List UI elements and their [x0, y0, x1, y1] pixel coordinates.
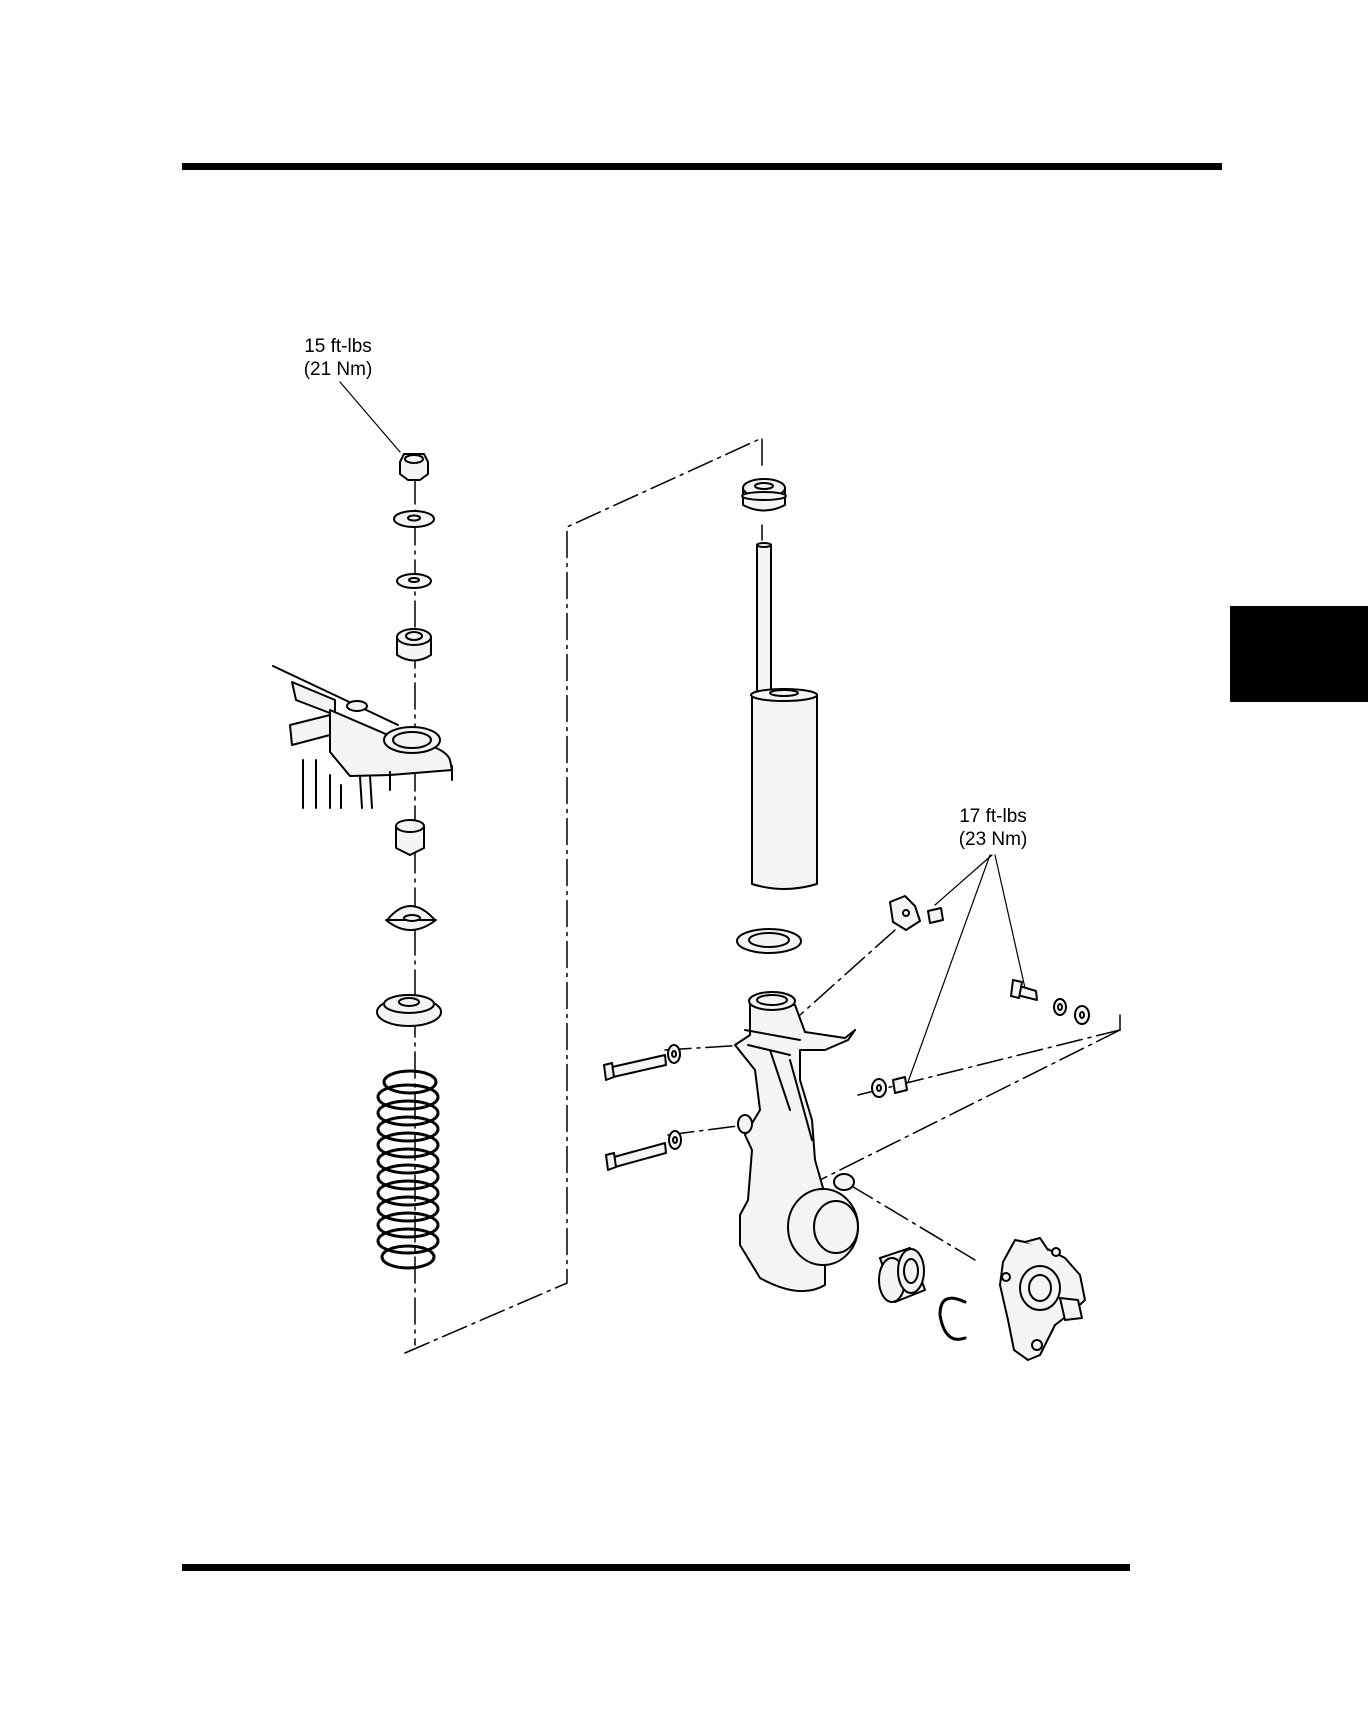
wheel-bearing — [879, 1248, 925, 1302]
spring-seat — [377, 995, 441, 1026]
clamp-nut — [928, 908, 943, 923]
lower-bushing — [396, 820, 424, 855]
shock-absorber — [751, 543, 817, 889]
caliper-washer-1 — [1054, 999, 1066, 1015]
lower-clamp-washer — [872, 1079, 886, 1097]
upper-lock-nut — [400, 454, 428, 480]
bump-stop — [742, 479, 786, 511]
upper-mount-bracket — [273, 666, 452, 808]
leader-lines — [340, 382, 1025, 1082]
coil-spring — [378, 1071, 438, 1268]
knuckle-bolt-lower — [606, 1131, 681, 1170]
spring-cup — [386, 906, 436, 930]
brake-line-clamp — [890, 896, 920, 930]
knuckle-bolt-upper — [604, 1045, 680, 1080]
snap-ring — [940, 1298, 965, 1339]
lower-clamp-nut — [893, 1077, 907, 1093]
steering-knuckle — [735, 992, 858, 1291]
caliper-washer-2 — [1075, 1006, 1089, 1024]
upper-bushing — [397, 629, 431, 661]
spacer-washer — [397, 574, 431, 588]
spring-isolator-washer — [737, 929, 801, 953]
hub-caliper-assembly — [1000, 1238, 1085, 1360]
upper-washer — [394, 511, 434, 527]
